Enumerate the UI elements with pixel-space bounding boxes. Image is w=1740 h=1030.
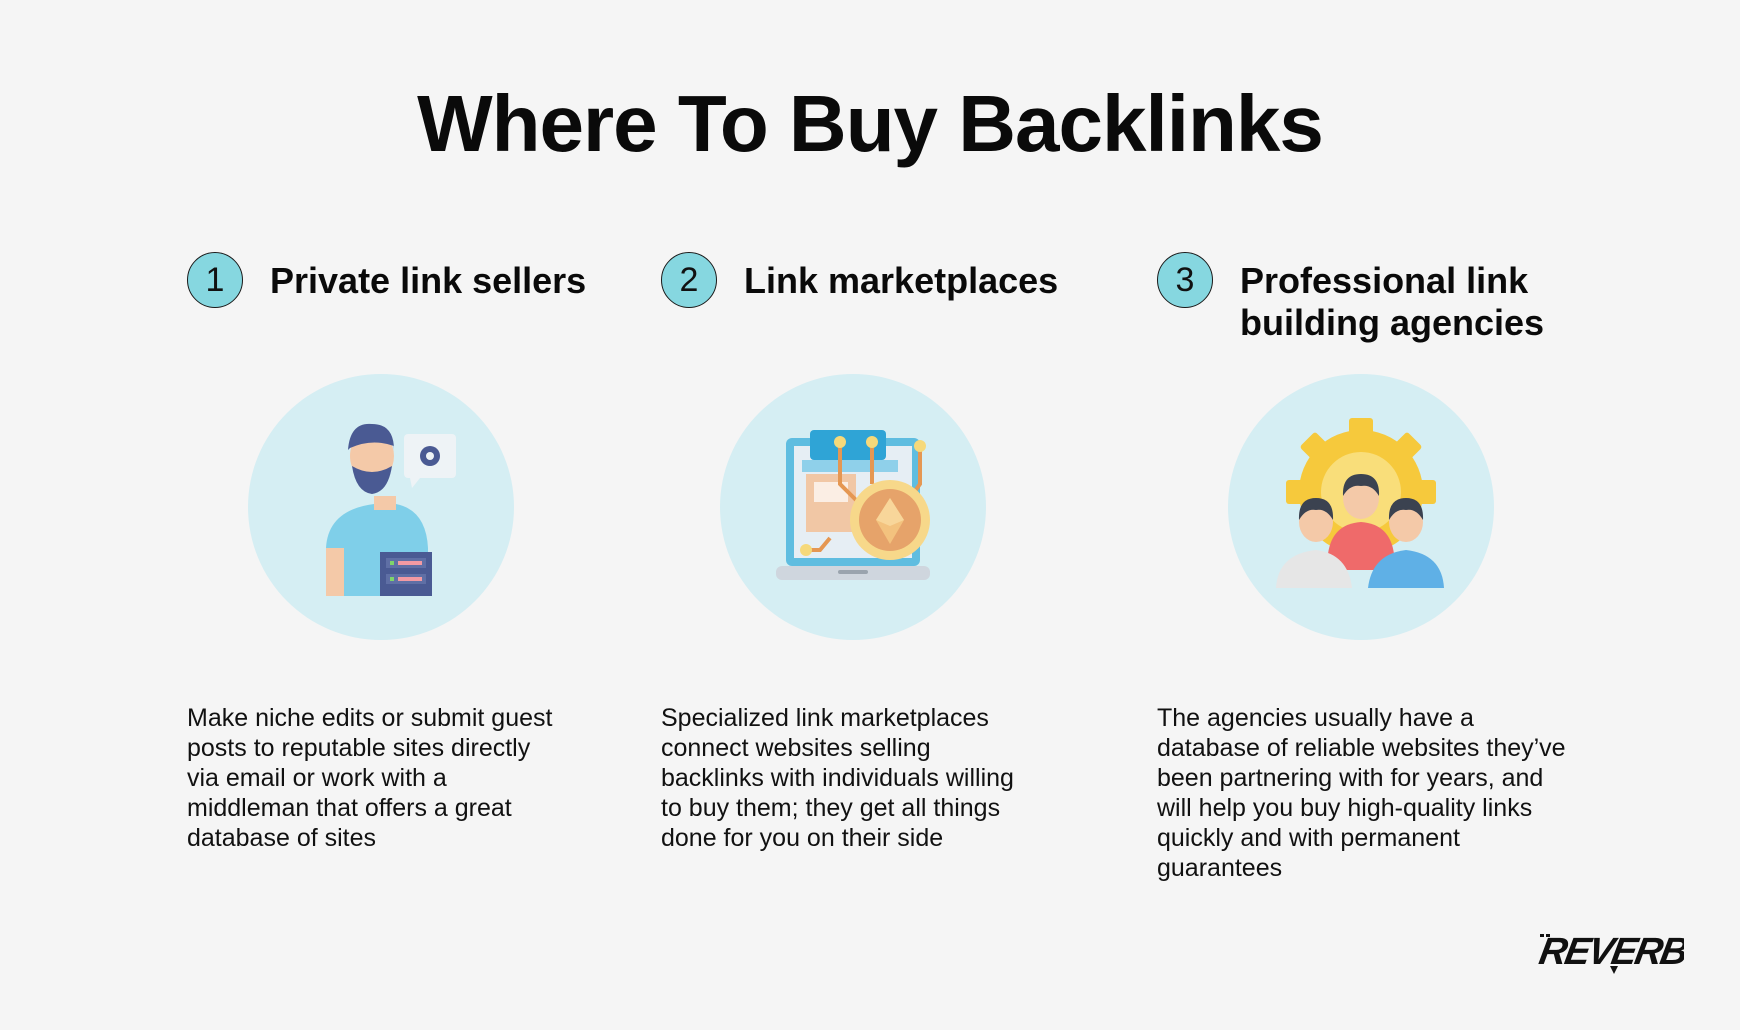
item-2-desc-line: connect websites selling (661, 734, 931, 762)
item-1-heading: Private link sellers (270, 260, 586, 302)
item-2-description: Specialized link marketplaces connect we… (661, 703, 1061, 853)
page-title: Where To Buy Backlinks (417, 79, 1324, 168)
reverb-logo: REVERB (1536, 928, 1691, 981)
item-1-description: Make niche edits or submit guest posts t… (187, 703, 587, 853)
person-server-icon (248, 374, 514, 640)
item-2-desc-line: done for you on their side (661, 824, 944, 852)
item-1-desc-line: Make niche edits or submit guest (187, 704, 553, 732)
item-3-desc-line: quickly and with permanent (1157, 824, 1460, 852)
number-badge-3: 3 (1157, 252, 1213, 308)
item-2-desc-line: Specialized link marketplaces (661, 704, 989, 732)
item-1-desc-line: posts to reputable sites directly (187, 734, 531, 762)
item-3-description: The agencies usually have a database of … (1157, 703, 1597, 883)
item-1-desc-line: middleman that offers a great (187, 794, 512, 822)
item-3-heading-line: building agencies (1240, 302, 1545, 343)
item-2-desc-line: to buy them; they get all things (661, 794, 1001, 822)
item-3-desc-line: database of reliable websites they’ve (1157, 734, 1566, 762)
item-1-desc-line: database of sites (187, 824, 377, 852)
number-badge-2: 2 (661, 252, 717, 308)
item-3-desc-line: The agencies usually have a (1157, 704, 1474, 732)
marketplace-laptop-icon (720, 374, 986, 640)
team-gear-icon (1228, 374, 1494, 640)
number-badge-1: 1 (187, 252, 243, 308)
item-3-desc-line: guarantees (1157, 854, 1283, 882)
logo-text: REVERB (1538, 930, 1684, 973)
item-3-desc-line: will help you buy high-quality links (1157, 794, 1533, 822)
item-2-desc-line: backlinks with individuals willing (661, 764, 1014, 792)
item-1-desc-line: via email or work with a (187, 764, 447, 792)
item-2-heading: Link marketplaces (744, 260, 1058, 302)
item-3-heading: Professional link building agencies (1240, 260, 1544, 344)
item-2-heading-line: Link marketplaces (744, 260, 1059, 301)
item-3-heading-line: Professional link (1240, 260, 1529, 301)
item-1-heading-line: Private link sellers (270, 260, 587, 301)
item-3-desc-line: been partnering with for years, and (1157, 764, 1544, 792)
